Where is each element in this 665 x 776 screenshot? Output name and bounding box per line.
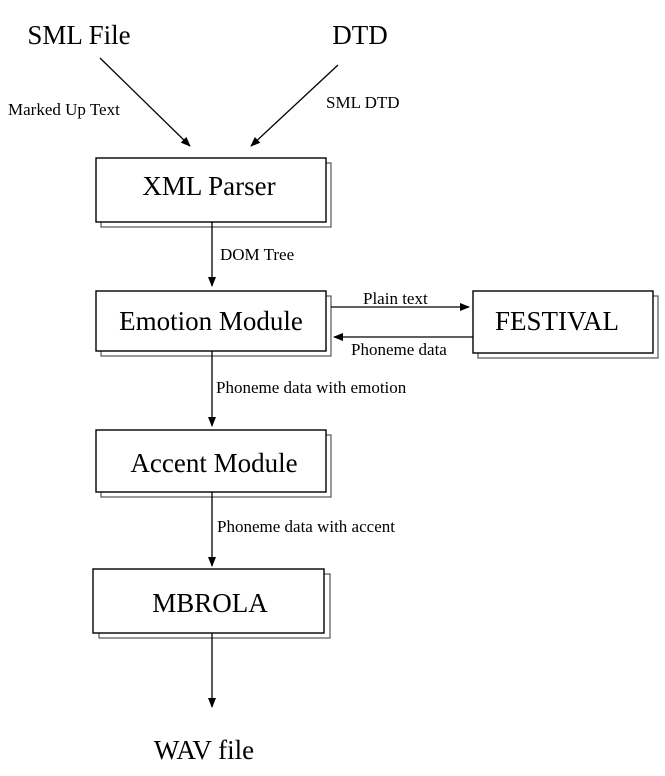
dom-tree-label: DOM Tree <box>220 245 294 264</box>
mbrola-label: MBROLA <box>152 588 268 618</box>
wav-file-label: WAV file <box>154 735 254 765</box>
accent-module-label: Accent Module <box>130 448 297 478</box>
plain-text-label: Plain text <box>363 289 428 308</box>
marked-up-text-arrow <box>99 57 191 147</box>
emotion-module-label: Emotion Module <box>119 306 303 336</box>
sml-dtd-arrow <box>250 64 339 147</box>
phoneme-data-label: Phoneme data <box>351 340 447 359</box>
marked-up-text-label: Marked Up Text <box>8 100 120 119</box>
emotion-module-box: Emotion Module <box>95 290 332 357</box>
mbrola-box: MBROLA <box>92 568 331 639</box>
xml-parser-label: XML Parser <box>142 171 275 201</box>
xml-parser-box: XML Parser <box>95 157 332 228</box>
accent-module-box: Accent Module <box>95 429 332 498</box>
phoneme-accent-label: Phoneme data with accent <box>217 517 395 536</box>
festival-box: FESTIVAL <box>472 290 659 359</box>
phoneme-emotion-label: Phoneme data with emotion <box>216 378 407 397</box>
sml-dtd-label: SML DTD <box>326 93 400 112</box>
sml-file-label: SML File <box>27 20 130 50</box>
dtd-label: DTD <box>332 20 388 50</box>
festival-label: FESTIVAL <box>495 306 619 336</box>
